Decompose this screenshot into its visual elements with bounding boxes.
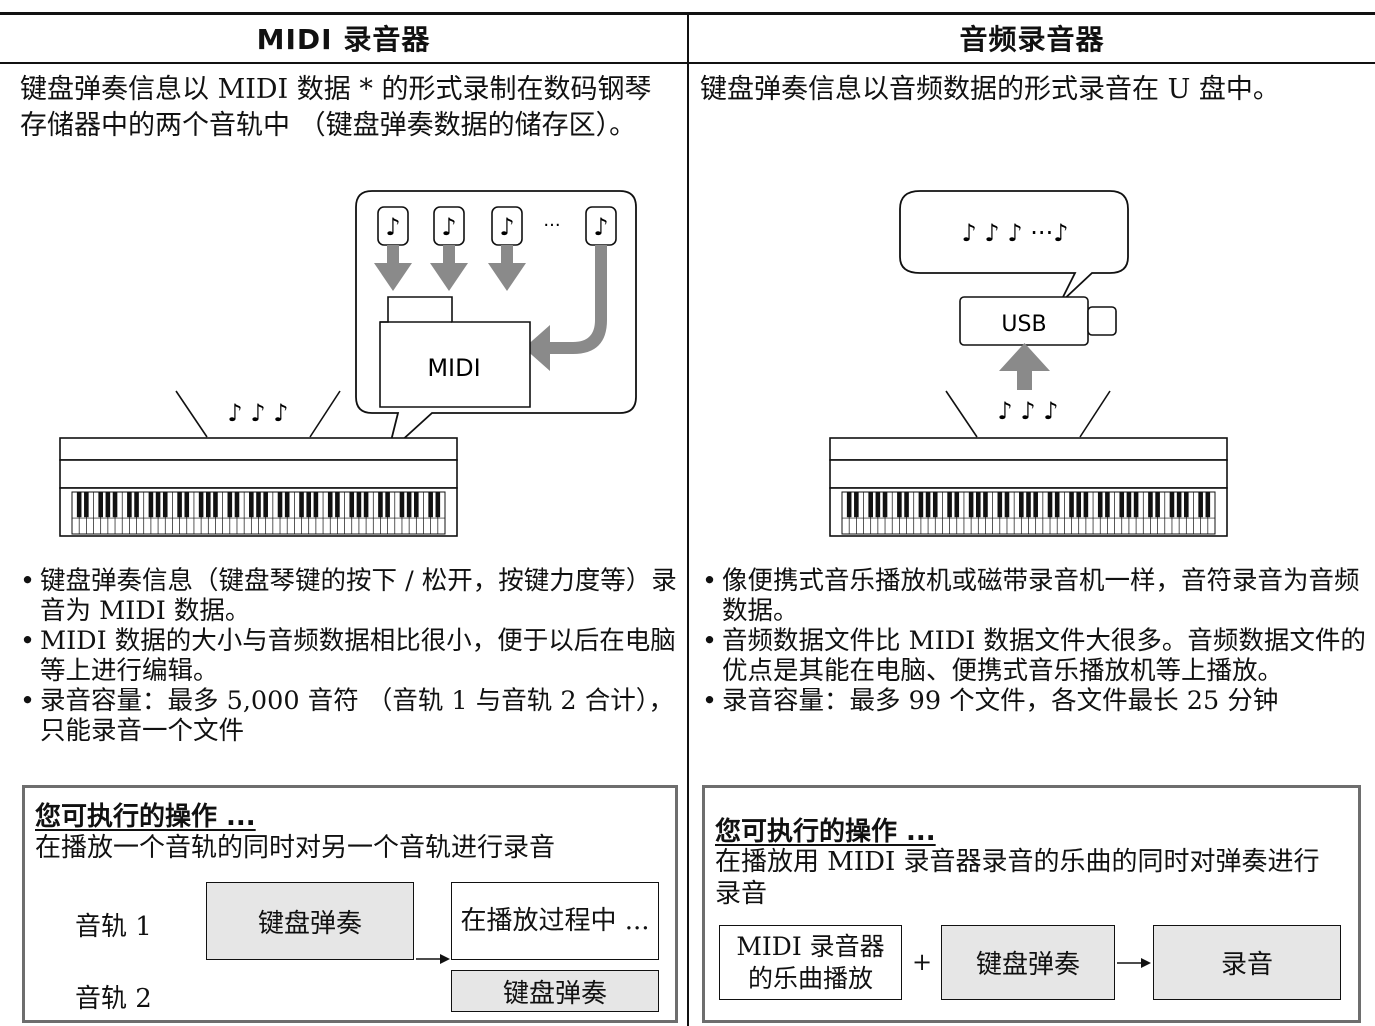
piano-keys bbox=[841, 491, 1216, 535]
audio-recording-illustration: ♪ ♪ ♪ ···♪ USB ♪ ♪ ♪ bbox=[829, 190, 1228, 537]
piano-front bbox=[59, 459, 458, 489]
list-item: 录音容量：最多 99 个文件，各文件最长 25 分钟 bbox=[702, 686, 1366, 716]
audio-operations-title: 您可执行的操作 ... bbox=[715, 817, 936, 847]
keyboard-play-box-2: 键盘弹奏 bbox=[451, 970, 659, 1012]
piano-lid bbox=[59, 437, 458, 461]
up-arrow bbox=[999, 343, 1050, 390]
note-glyph: ♪ bbox=[441, 213, 456, 241]
piano-lid bbox=[829, 437, 1228, 461]
midi-operations-desc: 在播放一个音轨的同时对另一个音轨进行录音 bbox=[35, 833, 556, 863]
audio-feature-list: 像便携式音乐播放机或磁带录音机一样，音符录音为音频数据。 音频数据文件比 MID… bbox=[702, 566, 1366, 716]
audio-recorder-header: 音频录音器 bbox=[959, 23, 1105, 56]
track-2-label: 音轨 2 bbox=[75, 984, 152, 1014]
midi-storage-label: MIDI bbox=[427, 354, 480, 382]
piano-keys bbox=[71, 491, 446, 535]
note-box-2: ♪ bbox=[433, 206, 465, 246]
plus-sign: + bbox=[912, 948, 933, 976]
note-glyph: ♪ bbox=[385, 213, 400, 241]
keyboard-play-box: 键盘弹奏 bbox=[206, 882, 414, 960]
piano-front bbox=[829, 459, 1228, 489]
midi-intro-text: 键盘弹奏信息以 MIDI 数据 * 的形式录制在数码钢琴存储器中的两个音轨中 （… bbox=[20, 74, 652, 141]
note-box-1: ♪ bbox=[377, 206, 409, 246]
right-arrow-icon bbox=[1117, 958, 1151, 968]
midi-song-playback-box: MIDI 录音器的乐曲播放 bbox=[719, 925, 902, 1000]
note-box-4: ♪ bbox=[585, 206, 617, 246]
midi-operations-box: 您可执行的操作 ... 在播放一个音轨的同时对另一个音轨进行录音 音轨 1 音轨… bbox=[22, 785, 678, 1023]
ellipsis-text: ··· bbox=[543, 215, 560, 236]
list-item: 键盘弹奏信息（键盘琴键的按下 / 松开，按键力度等）录音为 MIDI 数据。 bbox=[20, 566, 680, 626]
audio-operations-desc: 在播放用 MIDI 录音器录音的乐曲的同时对弹奏进行录音 bbox=[715, 847, 1320, 909]
list-item: MIDI 数据的大小与音频数据相比很小，便于以后在电脑等上进行编辑。 bbox=[20, 626, 680, 686]
list-item: 像便携式音乐播放机或磁带录音机一样，音符录音为音频数据。 bbox=[702, 566, 1366, 626]
note-box-3: ♪ bbox=[491, 206, 523, 246]
usb-label: USB bbox=[1001, 312, 1046, 337]
keyboard-play-box: 键盘弹奏 bbox=[941, 925, 1115, 1000]
note-glyph: ♪ bbox=[499, 213, 514, 241]
down-arrows bbox=[374, 245, 526, 291]
midi-recording-illustration: ♪ ♪ ♪ ··· ♪ MIDI ♪ ♪ ♪ bbox=[59, 190, 637, 537]
curved-arrow bbox=[524, 245, 607, 371]
record-box: 录音 bbox=[1153, 925, 1341, 1000]
piano-notes-text: ♪ ♪ ♪ bbox=[227, 399, 288, 427]
piano-notes-text: ♪ ♪ ♪ bbox=[997, 397, 1058, 425]
track-1-label: 音轨 1 bbox=[75, 912, 152, 942]
right-arrow-icon bbox=[416, 954, 450, 964]
column-divider bbox=[687, 12, 689, 1026]
note-glyph: ♪ bbox=[593, 213, 608, 241]
midi-feature-list: 键盘弹奏信息（键盘琴键的按下 / 松开，按键力度等）录音为 MIDI 数据。 M… bbox=[20, 566, 680, 746]
list-item: 录音容量：最多 5,000 音符 （音轨 1 与音轨 2 合计），只能录音一个文… bbox=[20, 686, 680, 746]
list-item: 音频数据文件比 MIDI 数据文件大很多。音频数据文件的优点是其能在电脑、便携式… bbox=[702, 626, 1366, 686]
audio-intro-text: 键盘弹奏信息以音频数据的形式录音在 U 盘中。 bbox=[700, 74, 1280, 105]
audio-operations-box: 您可执行的操作 ... 在播放用 MIDI 录音器录音的乐曲的同时对弹奏进行录音… bbox=[702, 785, 1361, 1023]
during-playback-box: 在播放过程中 ... bbox=[451, 882, 659, 960]
midi-operations-title: 您可执行的操作 ... bbox=[35, 802, 256, 832]
bubble-notes-text: ♪ ♪ ♪ ···♪ bbox=[961, 219, 1068, 247]
midi-recorder-header: MIDI 录音器 bbox=[256, 23, 431, 56]
